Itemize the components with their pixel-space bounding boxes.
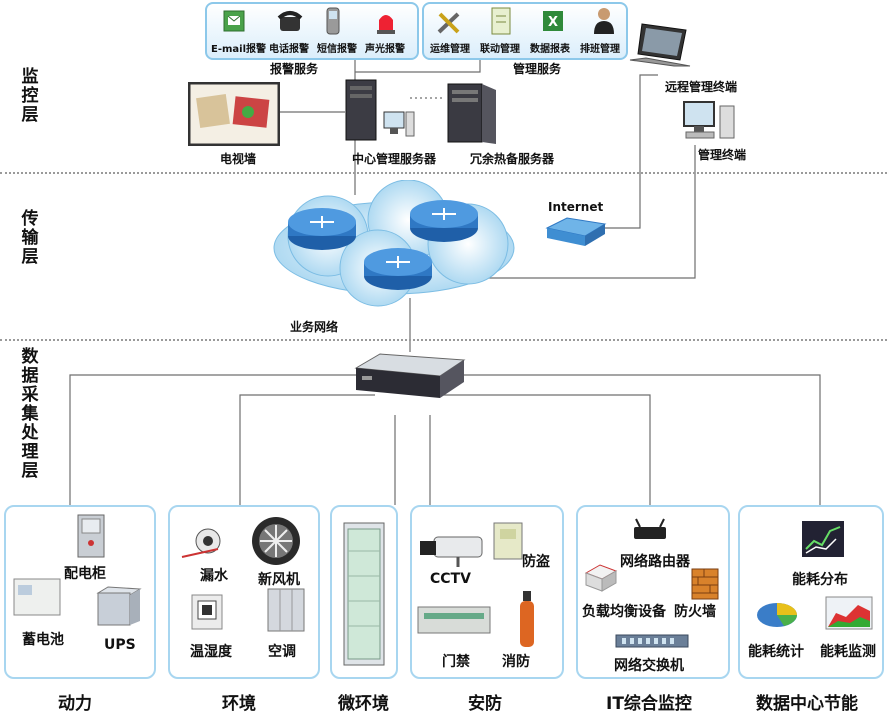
divider-monitor <box>0 172 887 174</box>
device-leak: 漏水 <box>200 568 228 584</box>
distribution-cabinet-icon <box>77 514 105 558</box>
firewall-icon <box>691 568 719 600</box>
device-energy-monitoring: 能耗监测 <box>820 644 876 660</box>
device-fire: 消防 <box>502 654 530 670</box>
device-fresh-air: 新风机 <box>258 572 300 588</box>
access-controller-icon <box>417 606 491 634</box>
tv-wall-label: 电视墙 <box>220 152 257 166</box>
category-micro-environment: 微环境 <box>338 694 389 714</box>
internet-label: Internet <box>548 200 604 214</box>
load-balancer-icon <box>584 564 618 592</box>
device-cctv: CCTV <box>430 571 471 587</box>
phone-icon <box>277 11 303 31</box>
device-air-conditioner: 空调 <box>268 644 296 660</box>
excel-icon: X <box>543 11 563 31</box>
layer-label-collect: 数据采集处理层 <box>21 347 39 481</box>
tv-wall-icon <box>188 82 280 146</box>
leak-sensor-icon <box>181 528 221 558</box>
ups-icon <box>96 586 142 626</box>
document-icon <box>491 7 511 35</box>
layer-label-transport: 传输层 <box>21 209 39 267</box>
device-firewall: 防火墙 <box>674 604 716 620</box>
category-energy-saving: 数据中心节能 <box>756 694 858 714</box>
mgmt-item-report: 数据报表 <box>530 44 570 55</box>
device-distribution-cabinet: 配电柜 <box>64 566 106 582</box>
device-energy-distribution: 能耗分布 <box>792 572 848 588</box>
category-power: 动力 <box>58 694 92 714</box>
email-icon <box>223 10 245 32</box>
device-ups: UPS <box>104 637 136 653</box>
panel-power: 配电柜 蓄电池 UPS <box>4 505 156 679</box>
alarm-service-panel: E-mail报警 电话报警 短信报警 声光报警 <box>205 2 419 60</box>
backup-server-label: 冗余热备服务器 <box>470 152 555 166</box>
mgmt-terminal-label: 管理终端 <box>698 148 747 162</box>
device-load-balancer: 负载均衡设备 <box>582 604 666 620</box>
line-chart-icon <box>802 521 844 557</box>
alarm-service-title: 报警服务 <box>270 62 319 76</box>
management-service-title: 管理服务 <box>513 62 562 76</box>
remote-terminal-label: 远程管理终端 <box>665 80 738 94</box>
router-icon <box>634 518 666 539</box>
business-network-label: 业务网络 <box>290 320 339 334</box>
central-server-icon <box>345 79 415 141</box>
device-router: 网络路由器 <box>620 554 690 570</box>
panel-environment: 漏水 新风机 温湿度 空调 <box>168 505 320 679</box>
person-icon <box>594 8 614 34</box>
internet-switch-icon <box>545 217 607 246</box>
mgmt-item-ops: 运维管理 <box>430 44 470 55</box>
mgmt-item-schedule: 排班管理 <box>580 44 620 55</box>
category-security: 安防 <box>468 694 502 714</box>
alarm-item-light: 声光报警 <box>365 44 405 55</box>
area-chart-icon <box>825 596 873 630</box>
fire-extinguisher-icon <box>520 591 534 647</box>
desktop-terminal-icon <box>683 101 735 139</box>
device-energy-statistics: 能耗统计 <box>748 644 804 660</box>
network-cloud <box>273 180 515 307</box>
divider-transport <box>0 339 887 341</box>
rack-cabinet-icon <box>343 522 385 666</box>
collection-server-icon <box>354 353 466 398</box>
pie-chart-icon <box>757 603 797 627</box>
panel-energy-saving: 能耗分布 能耗统计 能耗监测 <box>738 505 884 679</box>
cctv-camera-icon <box>420 536 483 567</box>
panel-micro-environment <box>330 505 398 679</box>
category-it-monitoring: IT综合监控 <box>606 694 692 714</box>
network-switch-icon <box>615 634 689 648</box>
alarm-item-email: E-mail报警 <box>211 44 267 55</box>
tools-icon <box>437 12 460 34</box>
panel-it-monitoring: 网络路由器 负载均衡设备 防火墙 网络交换机 <box>576 505 730 679</box>
central-server-label: 中心管理服务器 <box>352 152 437 166</box>
laptop-icon <box>629 23 691 67</box>
svg-text:X: X <box>548 15 558 30</box>
alarm-item-phone: 电话报警 <box>269 44 309 55</box>
alarm-light-icon <box>377 15 395 34</box>
device-battery: 蓄电池 <box>22 632 64 648</box>
battery-icon <box>13 578 61 616</box>
alarm-item-sms: 短信报警 <box>317 44 357 55</box>
mobile-phone-icon <box>326 7 340 35</box>
category-environment: 环境 <box>222 694 256 714</box>
air-conditioner-icon <box>267 588 305 632</box>
device-switch: 网络交换机 <box>614 658 684 674</box>
device-anti-theft: 防盗 <box>522 554 550 570</box>
panel-security: CCTV 防盗 门禁 消防 <box>410 505 564 679</box>
management-service-panel: X 运维管理 联动管理 数据报表 排班管理 <box>422 2 628 60</box>
mgmt-item-linkage: 联动管理 <box>480 44 520 55</box>
device-access-control: 门禁 <box>442 654 470 670</box>
fan-icon <box>252 517 300 565</box>
anti-theft-sensor-icon <box>493 522 523 560</box>
backup-server-icon <box>447 83 496 144</box>
device-temp-humidity: 温湿度 <box>190 644 232 660</box>
thermo-hygro-sensor-icon <box>191 594 223 630</box>
layer-label-monitor: 监控层 <box>21 67 39 125</box>
